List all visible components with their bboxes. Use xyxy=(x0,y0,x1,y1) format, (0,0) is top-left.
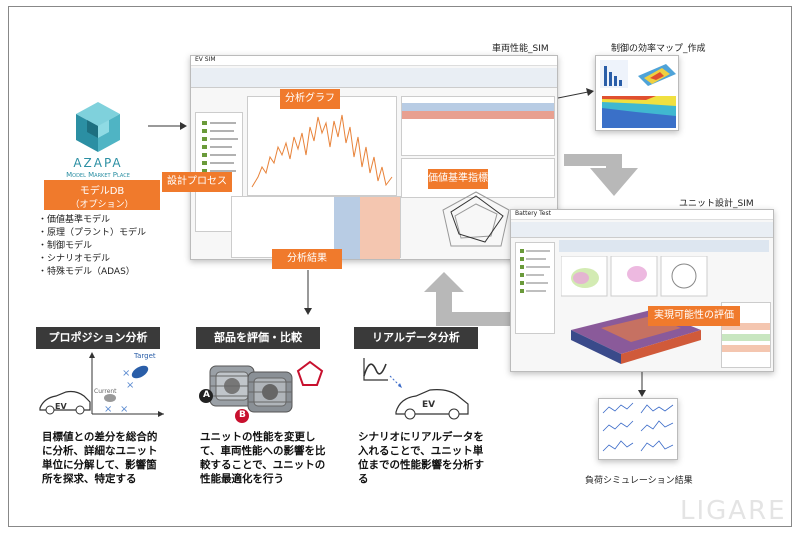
tag-value-index: 価値基準指標 xyxy=(428,169,488,189)
label-a: A xyxy=(203,390,210,400)
radar-chart-icon xyxy=(442,191,510,247)
unit-tree-panel[interactable] xyxy=(515,242,555,334)
caption-unit-design: ユニット設計_SIM xyxy=(679,199,754,209)
model-db-title: モデルDB xyxy=(79,186,125,197)
tag-design-process: 設計プロセス xyxy=(162,172,232,192)
arrow-right-icon xyxy=(558,88,594,99)
label-b: B xyxy=(239,410,246,420)
logo-subtitle: Model Market Place xyxy=(66,171,130,179)
model-db-list: ・価値基準モデル ・原理（プラント）モデル ・制御モデル ・シナリオモデル ・特… xyxy=(38,214,146,279)
model-item: ・特殊モデル（ADAS） xyxy=(38,267,135,277)
pentagon-icon xyxy=(296,360,324,386)
section-desc-realdata: シナリオにリアルデータを入れることで、ユニット単位までの性能影響を分析する xyxy=(358,431,484,485)
model-item: ・価値基準モデル xyxy=(38,215,111,225)
watermark: LIGARE xyxy=(680,496,787,526)
logo-brand: AZAPA xyxy=(73,156,123,170)
tag-analysis-graph: 分析グラフ xyxy=(280,89,340,109)
motor-compare-image xyxy=(199,360,324,423)
cube-logo-icon xyxy=(76,102,120,152)
realdata-illustration xyxy=(363,358,469,420)
window-titlebar: EV SIM xyxy=(191,56,557,66)
ev-car-icon xyxy=(395,389,469,415)
model-item: ・原理（プラント）モデル xyxy=(38,228,147,238)
caption-vehicle-sim: 車両性能_SIM xyxy=(492,44,549,54)
load-charts-icon xyxy=(602,402,674,452)
model-item: ・シナリオモデル xyxy=(38,254,111,264)
svg-text:×: × xyxy=(120,404,128,415)
section-title-proposition: プロポジション分析 xyxy=(36,327,160,349)
tag-analysis-result: 分析結果 xyxy=(272,249,342,269)
section-desc-proposition: 目標値との差分を総合的に分析、詳細なユニット単位に分解して、影響箇所を探求、特定… xyxy=(42,431,158,485)
label-current: Current xyxy=(94,388,117,395)
ev-sim-window: EV SIM xyxy=(190,55,558,260)
target-marker xyxy=(131,365,149,379)
current-marker xyxy=(104,394,116,402)
gray-arrow-up-icon xyxy=(424,272,512,326)
arrow-down-icon xyxy=(638,372,646,397)
analysis-result-table[interactable] xyxy=(231,196,401,259)
model-item: ・制御モデル xyxy=(38,241,93,251)
label-ev-real: EV xyxy=(422,400,436,410)
caption-control-map: 制御の効率マップ_作成 xyxy=(611,44,706,54)
ribbon xyxy=(511,222,773,238)
arrow-right-icon xyxy=(148,122,187,130)
svg-text:×: × xyxy=(122,368,130,379)
proposition-graph: × × × × xyxy=(39,352,164,417)
motor-b-icon xyxy=(247,371,293,413)
ev-car-icon xyxy=(39,390,91,411)
arrow-down-icon xyxy=(304,270,312,315)
label-target: Target xyxy=(134,352,156,360)
model-db-box: モデルDB （オプション） xyxy=(44,180,160,210)
battery-test-window: Battery Test xyxy=(510,209,774,372)
control-map-panel xyxy=(595,55,679,131)
result-table[interactable] xyxy=(401,96,555,156)
window-titlebar: Battery Test xyxy=(511,210,773,220)
efficiency-map-icon xyxy=(600,60,676,128)
model-db-subtitle: （オプション） xyxy=(70,200,134,210)
ribbon xyxy=(191,68,557,88)
section-desc-parts: ユニットの性能を変更して、車両性能への影響を比較することで、ユニットの性能最適化… xyxy=(200,431,326,485)
performance-charts-icon xyxy=(561,256,708,297)
svg-text:×: × xyxy=(104,404,112,415)
azapa-logo: AZAPA Model Market Place xyxy=(48,98,148,179)
load-sim-panel xyxy=(598,398,678,460)
tag-feasibility: 実現可能性の評価 xyxy=(648,306,740,326)
gray-arrow-down-icon xyxy=(564,154,638,196)
signal-wave-icon xyxy=(363,363,387,377)
tab-bar[interactable] xyxy=(559,240,769,252)
motor-a-icon xyxy=(209,365,255,407)
section-title-realdata: リアルデータ分析 xyxy=(354,327,478,349)
analysis-graph-panel[interactable] xyxy=(247,96,397,196)
svg-text:×: × xyxy=(126,380,134,391)
caption-load-sim: 負荷シミュレーション結果 xyxy=(585,476,693,486)
section-title-parts: 部品を評価・比較 xyxy=(196,327,320,349)
label-ev: EV xyxy=(55,402,67,411)
